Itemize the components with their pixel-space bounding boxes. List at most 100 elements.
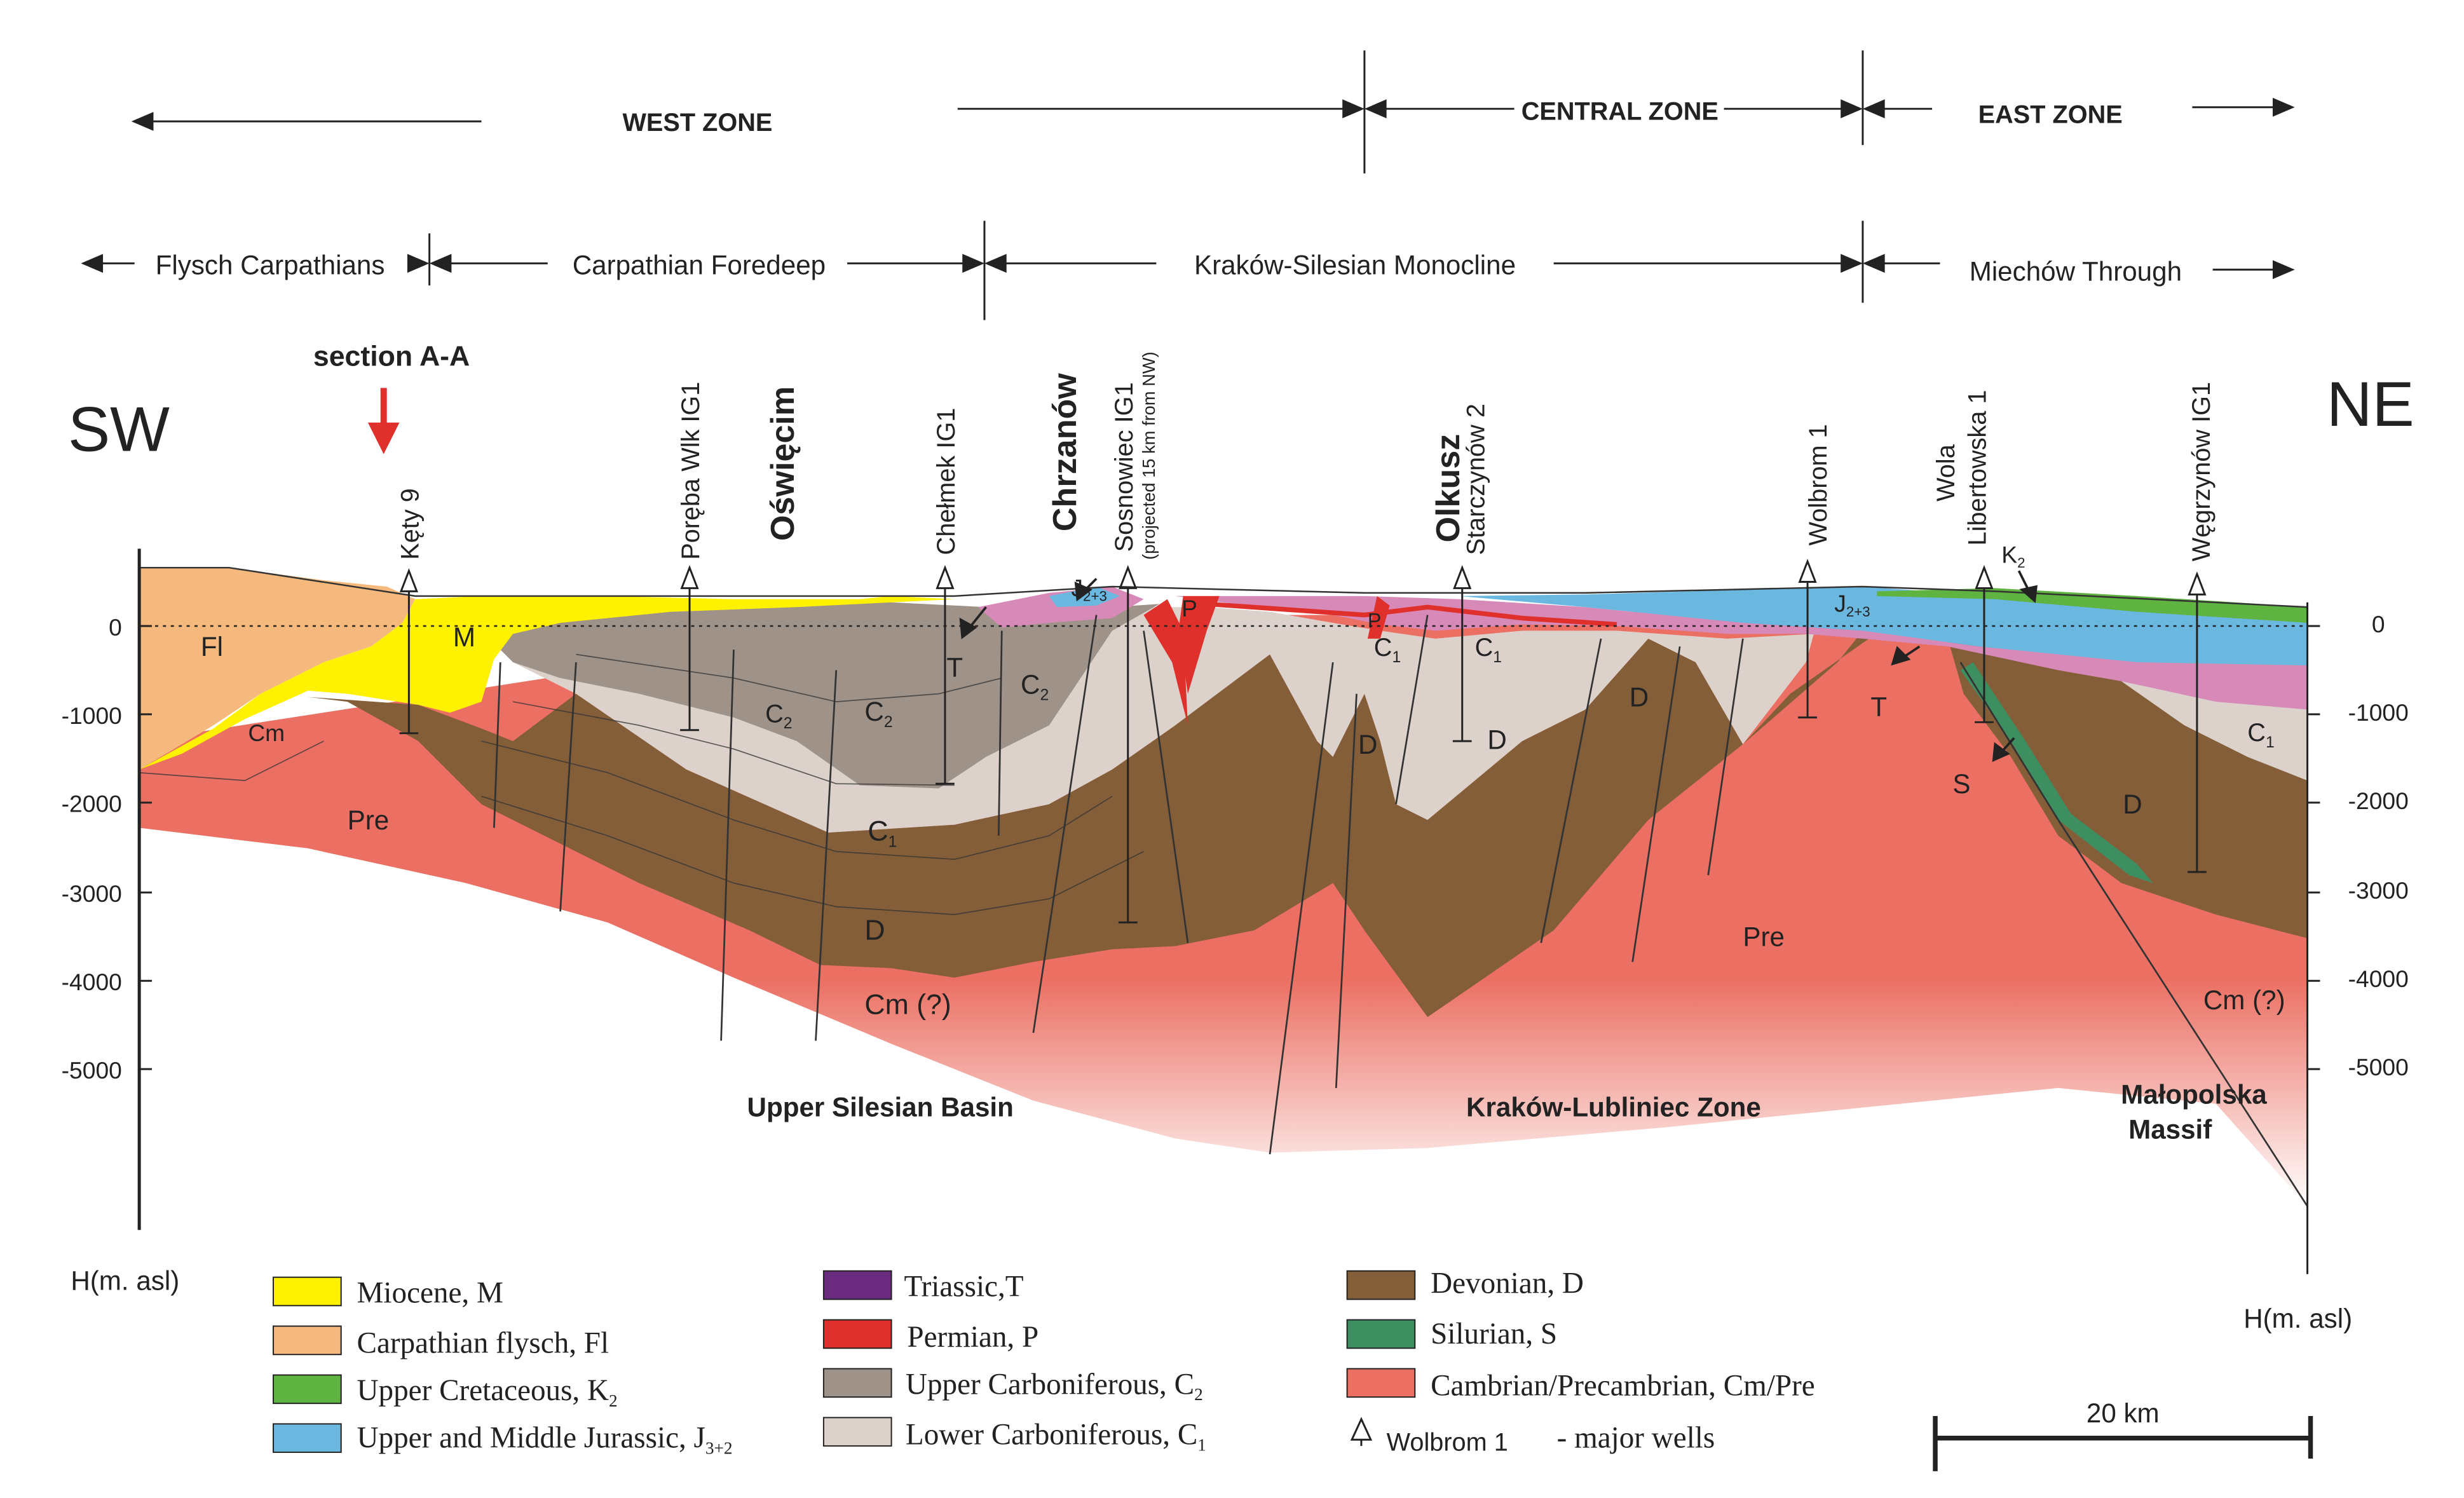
- unit-s-label: S: [1952, 769, 1970, 799]
- west-zone-label: WEST ZONE: [622, 109, 772, 137]
- pointer-arrows: [959, 570, 2038, 762]
- legend-silurian-label: Silurian, S: [1431, 1318, 1557, 1351]
- unit-c2-label-1: C2: [765, 700, 792, 732]
- wells: Kęty 9 Poręba Wlk IG1 Chełmek IG1 Sosnow…: [396, 351, 2216, 923]
- arrow-head-icon: [81, 254, 104, 273]
- unit-cm-label: Cm: [248, 719, 285, 746]
- unit-d-label-1: D: [864, 915, 885, 946]
- town-chrzanow-label: Chrzanów: [1047, 373, 1084, 531]
- well-symbol-icon: [1350, 1417, 1373, 1441]
- legend-item-silurian: Silurian, S: [1346, 1318, 1557, 1351]
- legend-item-devonian: Devonian, D: [1346, 1267, 1584, 1300]
- unit-c1-label-1: C1: [868, 815, 897, 850]
- legend-miocene-label: Miocene, M: [357, 1276, 503, 1309]
- unit-pre-label-west: Pre: [348, 805, 390, 835]
- region-krakow-lubliniec-zone: Kraków-Lubliniec Zone: [1466, 1093, 1761, 1122]
- well-poreba-wlk-ig1: Poręba Wlk IG1: [677, 382, 705, 732]
- well-sosnowiec-ig1: Sosnowiec IG1 (projected 15 km from NW): [1110, 351, 1159, 923]
- legend-cambrian-label: Cambrian/Precambrian, Cm/Pre: [1431, 1370, 1815, 1403]
- legend-permian-label: Permian, P: [907, 1321, 1038, 1354]
- well-starczynow-2: Starczynów 2: [1452, 404, 1490, 742]
- well-wola-label-2: Libertowska 1: [1963, 390, 1991, 546]
- left-tick-4000: -4000: [62, 969, 122, 995]
- left-tick-3000: -3000: [62, 880, 122, 907]
- legend-triassic-label: Triassic,T: [904, 1270, 1023, 1303]
- sw-direction-label: SW: [68, 395, 170, 465]
- krakow-silesian-monocline-label: Kraków-Silesian Monocline: [1194, 250, 1516, 280]
- arrow-head-icon: [1862, 254, 1885, 273]
- legend-item-permian: Permian, P: [822, 1319, 1038, 1354]
- arrow-head-icon: [1342, 99, 1365, 119]
- well-wegrzynow-ig1: Węgrzynów IG1: [2188, 382, 2216, 873]
- bedding-lines: [139, 653, 1144, 915]
- arrow-head-icon: [131, 112, 154, 131]
- scale-bar: 20 km: [1933, 1398, 2313, 1471]
- arrow-head-icon: [962, 254, 984, 273]
- geologic-section-body: [139, 566, 2308, 1207]
- silurian-unit: [1960, 662, 2153, 883]
- unit-c1-label-4: C1: [2247, 719, 2274, 751]
- unit-fl-label: Fl: [201, 632, 223, 662]
- legend-item-cretaceous: Upper Cretaceous, K2: [273, 1374, 618, 1410]
- arrow-head-icon: [2272, 260, 2295, 280]
- arrow-head-icon: [1841, 99, 1863, 119]
- left-tick-0: 0: [109, 614, 122, 641]
- permian-unit-olkusz: [1367, 596, 1390, 639]
- east-zone-label: EAST ZONE: [1978, 101, 2123, 129]
- unit-c1-label-2: C1: [1374, 634, 1401, 666]
- unit-p-label-1: P: [1181, 595, 1197, 622]
- unit-labels: Fl M Cm Pre Pre C2 C2 C2 C1 C1 C1 C1 T T…: [201, 541, 2285, 1021]
- legend-item-flysch: Carpathian flysch, Fl: [273, 1325, 609, 1360]
- arrow-head-icon: [407, 254, 430, 273]
- section-marker-label: section A-A: [313, 341, 470, 372]
- legend-c2-label: Upper Carboniferous, C2: [906, 1368, 1203, 1404]
- legend-item-lower-carboniferous: Lower Carboniferous, C1: [822, 1417, 1206, 1455]
- scale-bar-label: 20 km: [2086, 1398, 2160, 1428]
- topographic-surface: [139, 566, 2308, 608]
- miocene-unit: [139, 596, 955, 770]
- town-olkusz-label: Olkusz: [1430, 434, 1467, 543]
- legend: Miocene, M Carpathian flysch, Fl Upper C…: [273, 1267, 1815, 1458]
- unit-c2-label-3: C2: [1021, 670, 1049, 704]
- left-tick-5000: -5000: [62, 1057, 122, 1084]
- unit-m-label: M: [453, 622, 475, 652]
- legend-item-cambrian: Cambrian/Precambrian, Cm/Pre: [1346, 1368, 1815, 1403]
- right-tick-1000: -1000: [2348, 699, 2409, 726]
- right-tick-5000: -5000: [2348, 1054, 2409, 1080]
- unit-c1-label-3: C1: [1475, 634, 1502, 666]
- permian-unit-west: [1143, 599, 1188, 726]
- well-poreba-label: Poręba Wlk IG1: [677, 382, 705, 560]
- flysch-carpathians-label: Flysch Carpathians: [156, 250, 385, 280]
- region-labels: Upper Silesian Basin Kraków-Lubliniec Zo…: [747, 1080, 2268, 1145]
- left-tick-1000: -1000: [62, 702, 122, 729]
- unit-t-label-east: T: [1870, 691, 1887, 721]
- fault-lines: [493, 615, 2308, 1207]
- unit-t-label-west: T: [946, 652, 963, 682]
- permian-unit-central: [1178, 596, 1220, 694]
- unit-cm-q-label-east: Cm (?): [2203, 985, 2285, 1015]
- right-tick-0: 0: [2372, 611, 2385, 637]
- legend-well-example: Wolbrom 1: [1387, 1429, 1508, 1457]
- unit-d-label-5: D: [2123, 789, 2142, 819]
- well-wolbrom-label: Wolbrom 1: [1804, 424, 1832, 545]
- right-tick-3000: -3000: [2348, 877, 2409, 904]
- well-sosnowiec-note: (projected 15 km from NW): [1139, 351, 1159, 559]
- well-starczynow-label: Starczynów 2: [1462, 404, 1490, 555]
- right-axis-label: H(m. asl): [2243, 1304, 2352, 1333]
- unit-c2-label-2: C2: [864, 697, 892, 731]
- unit-j23-label-east: J2+3: [1834, 590, 1870, 620]
- well-wolbrom-1: Wolbrom 1: [1798, 424, 1832, 719]
- left-depth-axis: 0 -1000 -2000 -3000 -4000 -5000 H(m. asl…: [62, 548, 179, 1296]
- unit-d-label-2: D: [1358, 730, 1377, 759]
- arrow-head-icon: [984, 254, 1007, 273]
- right-tick-4000: -4000: [2348, 965, 2409, 992]
- legend-flysch-label: Carpathian flysch, Fl: [357, 1327, 609, 1360]
- unit-cm-q-label-west: Cm (?): [864, 989, 951, 1020]
- town-oswiecim-label: Oświęcim: [765, 386, 801, 541]
- legend-jurassic-label: Upper and Middle Jurassic, J3+2: [357, 1422, 733, 1458]
- region-malopolska-line-1: Małopolska: [2121, 1080, 2267, 1110]
- permian-contact-line: [1206, 601, 1617, 627]
- lower-carboniferous-unit: [513, 607, 1814, 833]
- legend-c1-label: Lower Carboniferous, C1: [906, 1419, 1206, 1455]
